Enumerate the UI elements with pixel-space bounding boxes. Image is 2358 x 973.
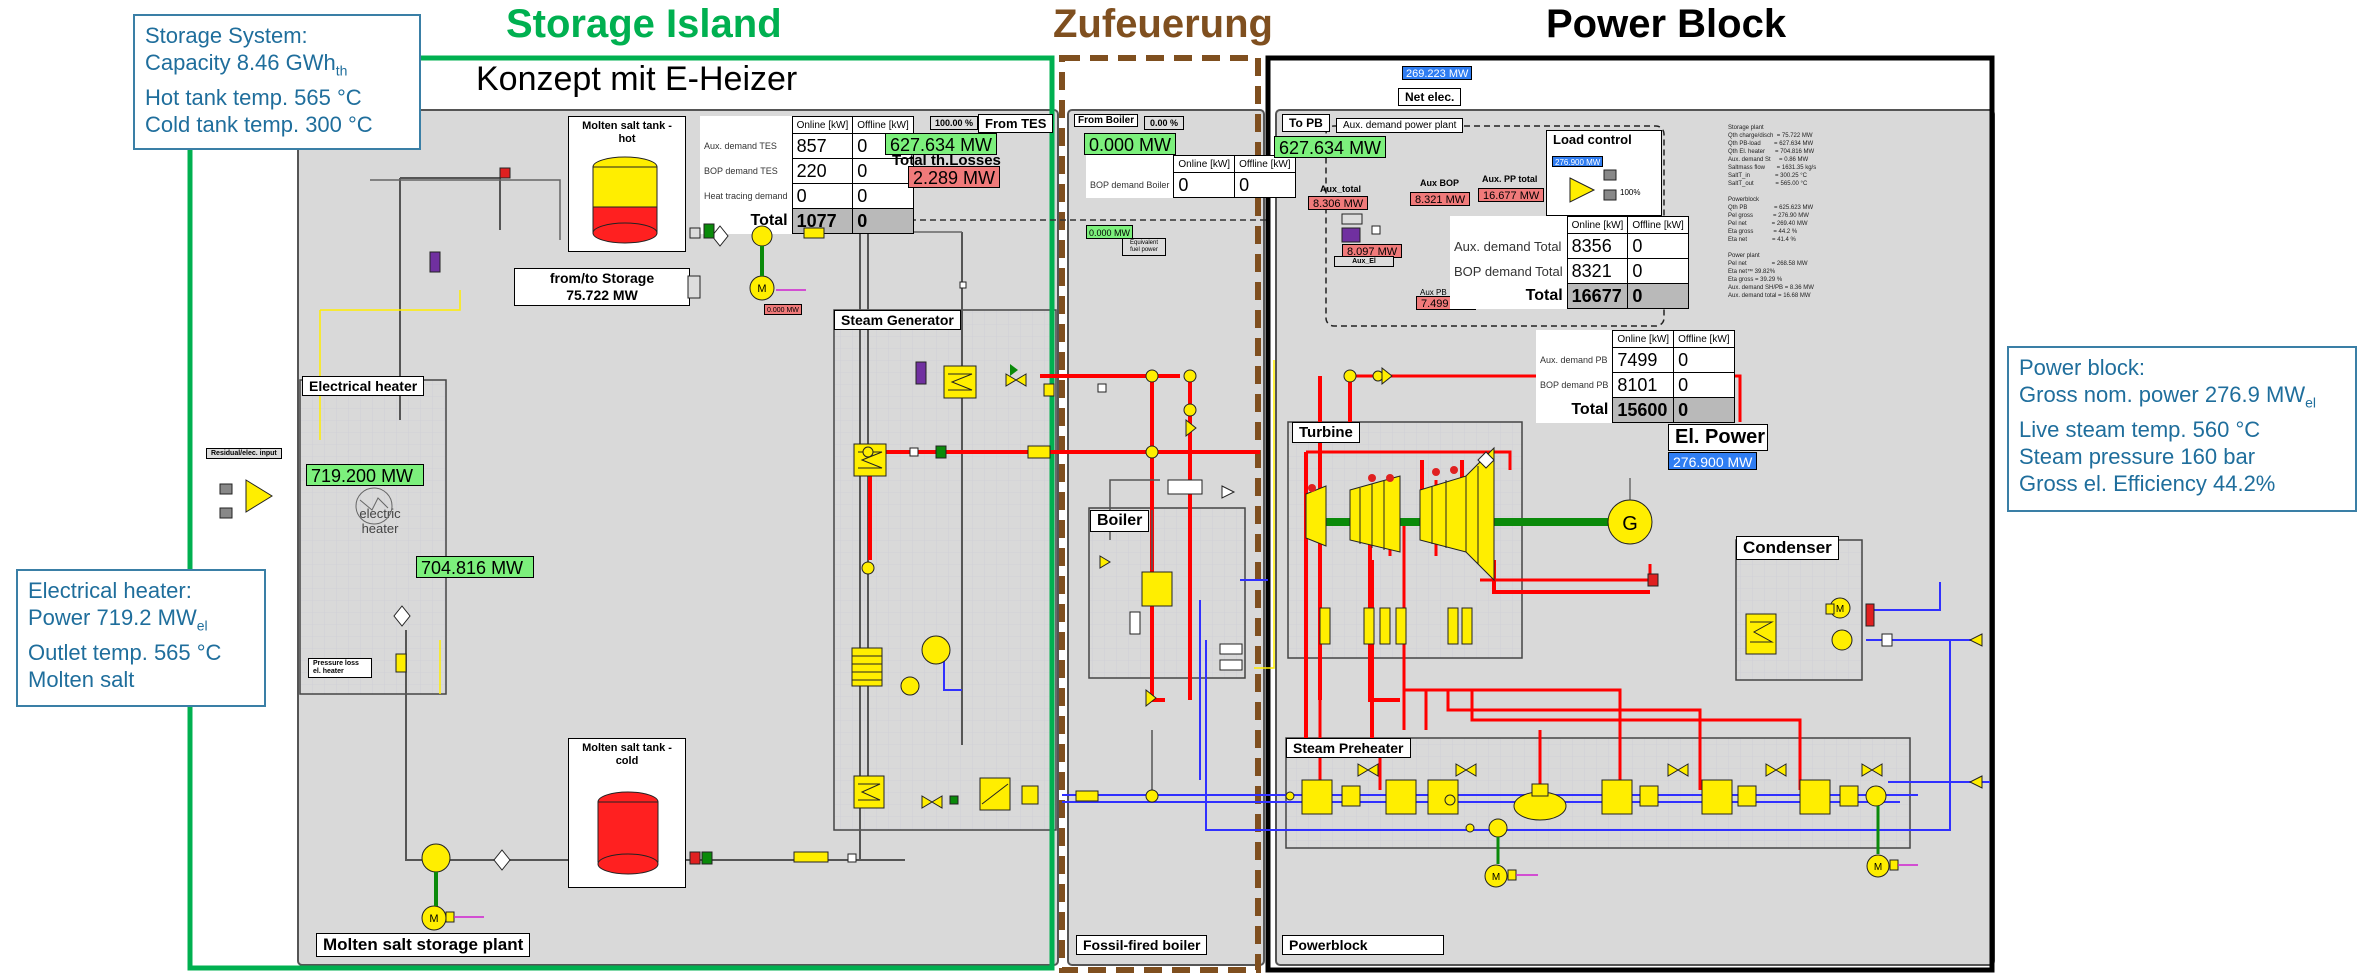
heat-exchanger-icon [1302, 780, 1332, 814]
pump-icon [1832, 630, 1852, 650]
condenser-icon [1746, 614, 1776, 654]
heat-exchanger-icon [1602, 780, 1632, 814]
svg-text:M: M [1836, 604, 1844, 615]
turbine-icon [1466, 448, 1494, 580]
heat-exchanger-icon [1386, 780, 1416, 814]
svg-text:M: M [1492, 872, 1500, 883]
turbine-icon [1420, 476, 1466, 552]
valve-icon [1382, 368, 1392, 384]
svg-text:M: M [1874, 862, 1882, 873]
turbine-icon [1350, 476, 1400, 552]
pump-icon [1866, 786, 1886, 806]
pump-icon [1489, 819, 1507, 837]
heat-exchanger-icon [1800, 780, 1830, 814]
heat-exchanger-icon [1702, 780, 1732, 814]
generator-symbol: G [1622, 513, 1638, 535]
turbine-icon [1306, 486, 1326, 546]
